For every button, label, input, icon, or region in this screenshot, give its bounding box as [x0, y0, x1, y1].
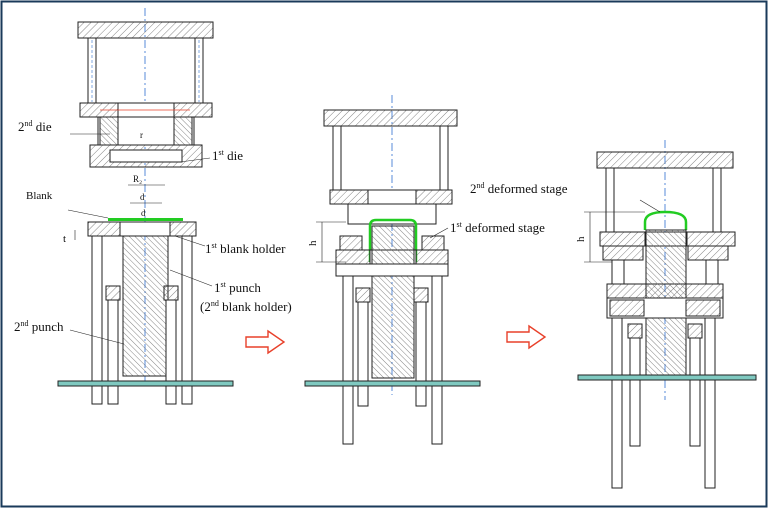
base-plate-1 [57, 380, 234, 387]
dim-rd2: R₂ [133, 174, 142, 184]
stage-3-assembly [577, 140, 757, 489]
label-h1: h [307, 240, 319, 246]
label-second-punch: 2nd punch [14, 319, 64, 334]
first-punch [122, 235, 169, 377]
top-plate-2 [323, 109, 458, 127]
dim-rp: r [140, 130, 143, 140]
label-thickness: t [63, 233, 66, 245]
dim-dp1: d [141, 208, 146, 218]
punch-2 [371, 225, 415, 379]
first-deformed-cup [368, 218, 418, 262]
dim-dp2: d [140, 192, 145, 202]
top-plate-1 [77, 21, 214, 39]
arrow-right-icon [506, 324, 547, 350]
label-h2: h [575, 236, 587, 242]
blank-sheet [108, 218, 183, 221]
label-first-deformed-stage: 1st deformed stage [450, 220, 545, 235]
outer-post-1a [91, 235, 103, 405]
label-first-die: 1st die [212, 148, 243, 163]
second-deformed-cup [643, 210, 688, 230]
label-second-die: 2nd die [18, 119, 52, 134]
arrow-right-icon [245, 329, 286, 355]
top-plate-3 [596, 151, 734, 169]
label-blank: Blank [26, 190, 53, 202]
stage-2-assembly [304, 95, 481, 445]
label-first-punch: 1st punch [214, 280, 261, 295]
base-plate-3 [577, 374, 757, 381]
base-plate-2 [304, 380, 481, 387]
label-second-deformed-stage: 2nd deformed stage [470, 181, 568, 196]
stage-1-assembly [57, 8, 234, 405]
label-second-blank-holder: (2nd blank holder) [200, 299, 292, 314]
outer-post-1b [181, 235, 193, 405]
label-first-blank-holder: 1st blank holder [205, 241, 286, 256]
